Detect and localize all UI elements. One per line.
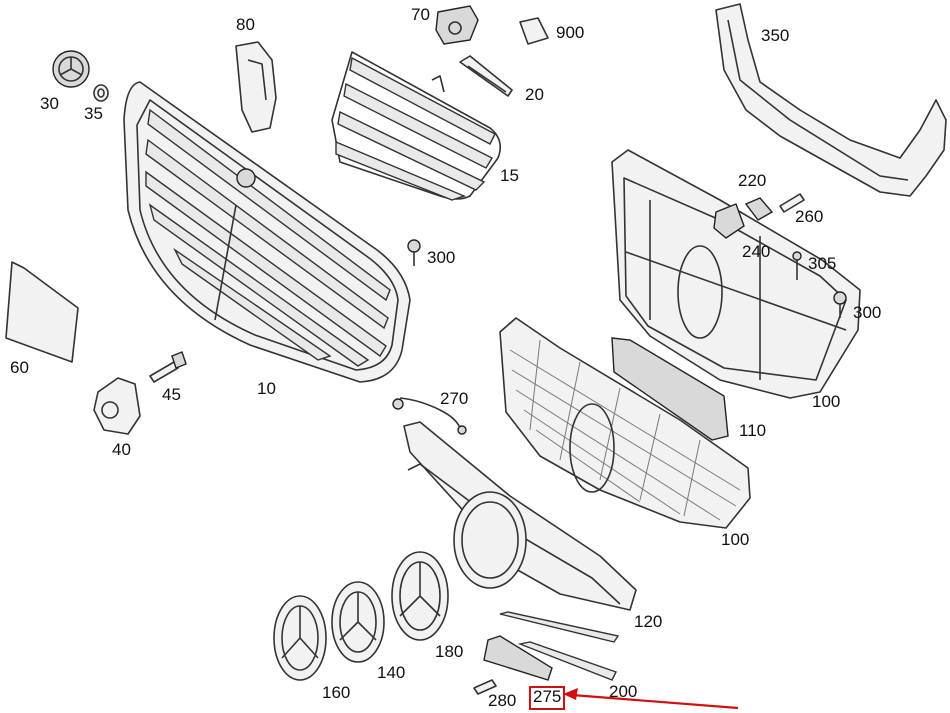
label-140: 140: [377, 663, 406, 682]
part-100-grille-frame: [611, 149, 861, 399]
part-300-screw-a: [407, 239, 421, 266]
label-40: 40: [112, 440, 131, 459]
pointer-arrow: [563, 688, 739, 710]
part-80-bracket: [235, 41, 277, 133]
label-30: 30: [40, 94, 59, 113]
label-275: 275: [533, 687, 562, 706]
part-10-radiator-grille: [123, 81, 411, 383]
part-200-trim-strip: [517, 641, 617, 681]
label-120: 120: [634, 612, 663, 631]
label-300-b: 300: [853, 303, 882, 322]
label-260: 260: [795, 207, 824, 226]
label-240: 240: [742, 242, 771, 261]
part-220-clip: [744, 197, 774, 221]
label-35: 35: [84, 104, 103, 123]
part-120-bumper-grille: [403, 421, 637, 643]
label-300-a: 300: [427, 248, 456, 267]
part-60-cover-panel: [5, 261, 79, 363]
part-280-screw: [473, 679, 497, 695]
part-30-star-emblem: [52, 50, 90, 88]
part-35-washer: [93, 84, 109, 102]
part-260-screw: [779, 193, 805, 213]
label-20: 20: [525, 85, 544, 104]
part-20-bracket: [459, 55, 513, 97]
label-110: 110: [739, 421, 767, 440]
label-305: 305: [808, 254, 837, 273]
label-180: 180: [435, 642, 464, 661]
part-45-bolt: [149, 351, 187, 383]
label-60: 60: [10, 358, 29, 377]
highlight-box-275: [529, 686, 565, 710]
label-280: 280: [488, 691, 517, 710]
part-275-badge: [483, 635, 553, 681]
label-270: 270: [440, 389, 469, 408]
label-100-b: 100: [721, 530, 750, 549]
label-15: 15: [500, 166, 519, 185]
part-140-emblem-ring: [331, 581, 385, 663]
part-15-grille-slats: [331, 51, 501, 201]
part-100-mesh-grille: [499, 317, 751, 529]
label-900: 900: [556, 23, 585, 42]
part-900-label: [519, 17, 549, 45]
part-270-cable: [392, 397, 467, 435]
part-70-sensor: [435, 5, 479, 45]
label-220: 220: [738, 171, 767, 190]
part-305-pin: [792, 251, 802, 280]
label-160: 160: [322, 683, 351, 702]
label-45: 45: [162, 385, 181, 404]
part-40-sensor-bracket: [93, 377, 141, 435]
label-100-a: 100: [812, 392, 841, 411]
part-110-lower-mesh: [611, 337, 729, 441]
part-350-bumper-reinforcement: [715, 3, 947, 197]
part-300-screw-b: [833, 291, 847, 318]
label-70: 70: [411, 5, 430, 24]
part-160-emblem: [273, 595, 327, 681]
label-80: 80: [236, 15, 255, 34]
label-350: 350: [761, 26, 790, 45]
label-10: 10: [257, 379, 276, 398]
part-180-emblem: [391, 551, 449, 641]
label-200: 200: [609, 682, 638, 701]
part-240-bracket: [713, 203, 745, 239]
